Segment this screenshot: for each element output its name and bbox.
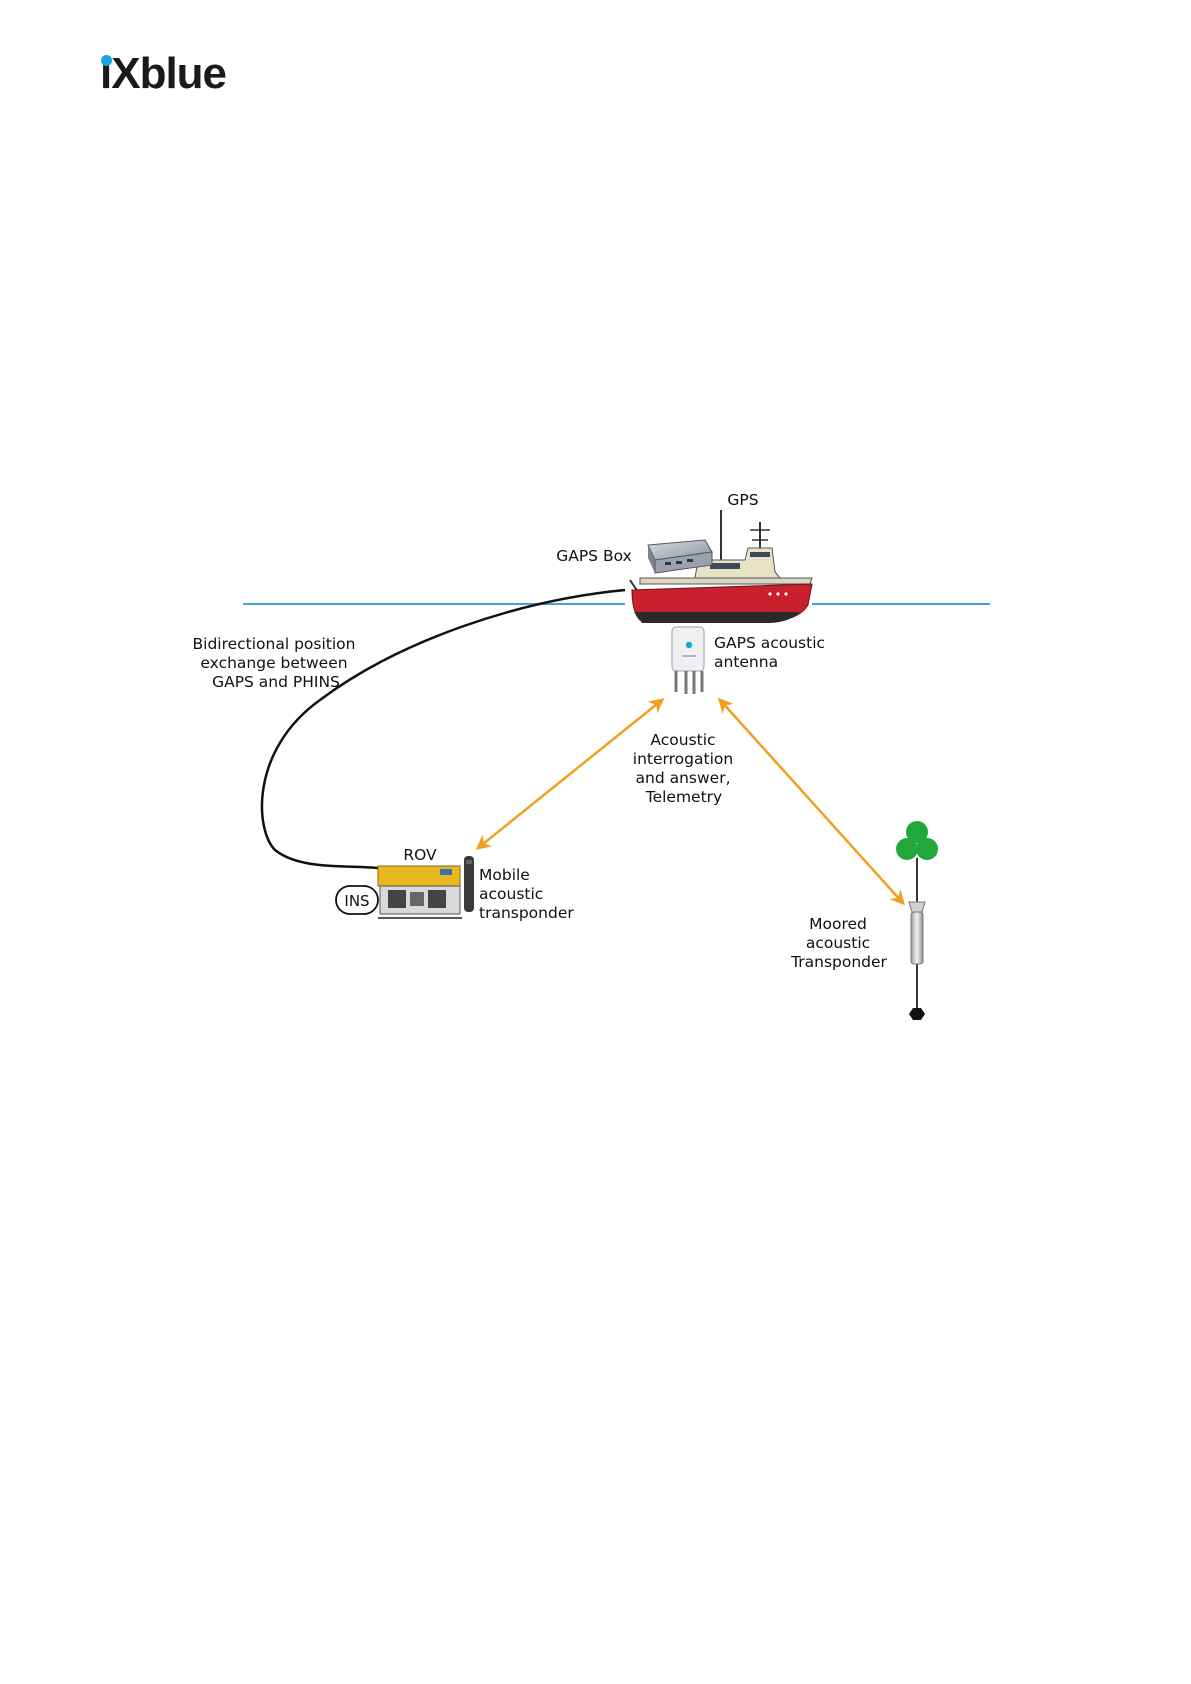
moored-transponder-icon: [909, 902, 925, 964]
ins-label: INS: [344, 892, 369, 910]
svg-text:Acoustic: Acoustic: [650, 731, 715, 749]
gaps-antenna-icon: [672, 627, 704, 694]
moored-transponder-label: Moored acoustic Transponder: [790, 915, 887, 971]
bidirectional-label: Bidirectional position exchange between …: [193, 635, 356, 691]
umbilical-cable: [262, 590, 625, 868]
svg-text:and answer,: and answer,: [636, 769, 731, 787]
acoustic-interrogation-label: Acoustic interrogation and answer, Telem…: [633, 731, 733, 806]
buoy-icon: [896, 821, 938, 860]
svg-text:acoustic: acoustic: [479, 885, 543, 903]
svg-text:Telemetry: Telemetry: [645, 788, 722, 806]
acoustic-link-moored: [720, 700, 903, 903]
anchor-icon: [909, 1008, 925, 1020]
svg-text:exchange between: exchange between: [200, 654, 347, 672]
svg-text:GAPS and PHINS: GAPS and PHINS: [212, 673, 340, 691]
svg-text:transponder: transponder: [479, 904, 574, 922]
rov-icon: [378, 866, 462, 918]
ins-badge: INS: [336, 886, 378, 914]
svg-text:GAPS acoustic: GAPS acoustic: [714, 634, 825, 652]
svg-text:antenna: antenna: [714, 653, 778, 671]
acoustic-link-rov: [478, 700, 662, 848]
svg-text:Mobile: Mobile: [479, 866, 530, 884]
gaps-box-label: GAPS Box: [556, 547, 632, 565]
mobile-transponder-icon: [464, 856, 474, 912]
gaps-antenna-label: GAPS acoustic antenna: [714, 634, 825, 671]
svg-text:acoustic: acoustic: [806, 934, 870, 952]
svg-text:interrogation: interrogation: [633, 750, 733, 768]
svg-text:Transponder: Transponder: [790, 953, 887, 971]
gps-label: GPS: [727, 491, 758, 509]
svg-text:Bidirectional position: Bidirectional position: [193, 635, 356, 653]
rov-label: ROV: [403, 846, 437, 864]
mobile-transponder-label: Mobile acoustic transponder: [479, 866, 574, 922]
svg-text:Moored: Moored: [809, 915, 867, 933]
